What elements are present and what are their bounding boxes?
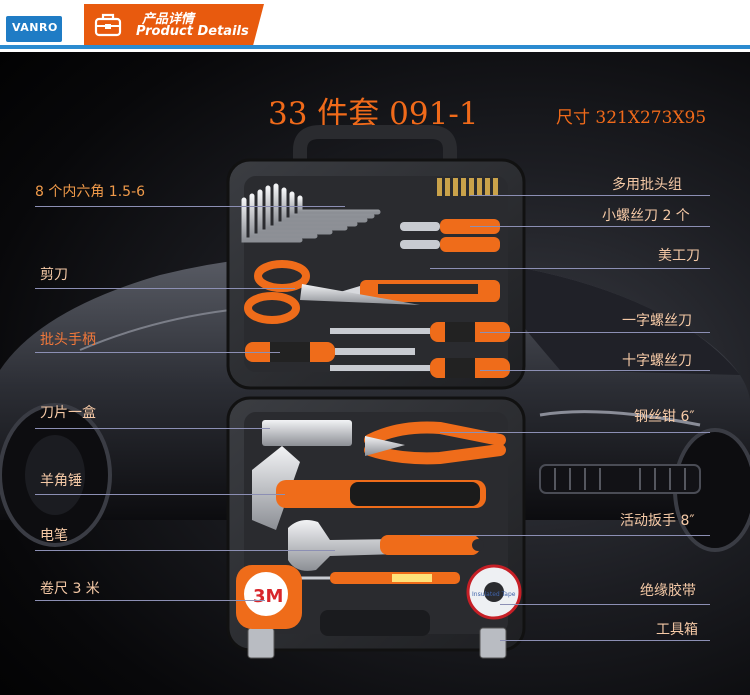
label-tape-measure: 卷尺 3 米 — [40, 581, 100, 597]
tape-brand-text: 3M — [253, 586, 283, 607]
leader-small-screwdrivers — [470, 226, 710, 227]
leader-insulating-tape — [500, 604, 710, 605]
page-header: VANRO 产品详情 Product Details — [0, 0, 750, 52]
label-insulating-tape: 绝缘胶带 — [640, 583, 696, 599]
label-utility-knife: 美工刀 — [658, 248, 700, 264]
product-size: 尺寸 321X273X95 — [556, 108, 707, 128]
toolbox-icon — [94, 13, 122, 37]
label-pliers: 钢丝钳 6″ — [634, 409, 695, 425]
leader-pliers — [440, 432, 710, 433]
leader-tape-measure — [35, 600, 265, 601]
tab-title-cn: 产品详情 — [142, 12, 195, 27]
header-rule — [0, 45, 750, 49]
leader-blade-box — [35, 428, 270, 429]
product-details-tab: 产品详情 Product Details — [84, 4, 264, 45]
brand-logo — [6, 16, 62, 42]
label-toolbox: 工具箱 — [656, 622, 698, 638]
label-blade-box: 刀片一盒 — [40, 405, 96, 421]
leader-hex-keys — [35, 206, 345, 207]
leader-phillips-screwdriver — [480, 370, 710, 371]
leader-adjustable-wrench — [420, 535, 710, 536]
label-flat-screwdriver: 一字螺丝刀 — [622, 313, 692, 329]
leader-bit-set — [470, 195, 710, 196]
label-adjustable-wrench: 活动扳手 8″ — [620, 513, 695, 529]
label-hex-keys: 8 个内六角 1.5-6 — [35, 184, 146, 200]
leader-bit-handle — [35, 352, 280, 353]
label-scissors: 剪刀 — [40, 267, 68, 283]
label-bit-set: 多用批头组 — [612, 177, 682, 193]
brand-logo-text: VANRO — [12, 21, 58, 34]
leader-claw-hammer — [35, 494, 285, 495]
leader-utility-knife — [430, 268, 710, 269]
tab-title-en: Product Details — [136, 24, 249, 39]
insulated-tape-text: Insulated Tape — [472, 591, 516, 598]
leader-toolbox — [500, 640, 710, 641]
leader-test-pen — [35, 550, 335, 551]
leader-flat-screwdriver — [480, 332, 710, 333]
leader-scissors — [35, 288, 295, 289]
label-test-pen: 电笔 — [40, 528, 68, 544]
label-bit-handle: 批头手柄 — [40, 332, 96, 348]
label-phillips-screwdriver: 十字螺丝刀 — [622, 353, 692, 369]
label-claw-hammer: 羊角锤 — [40, 473, 82, 489]
label-small-screwdrivers: 小螺丝刀 2 个 — [602, 208, 690, 224]
